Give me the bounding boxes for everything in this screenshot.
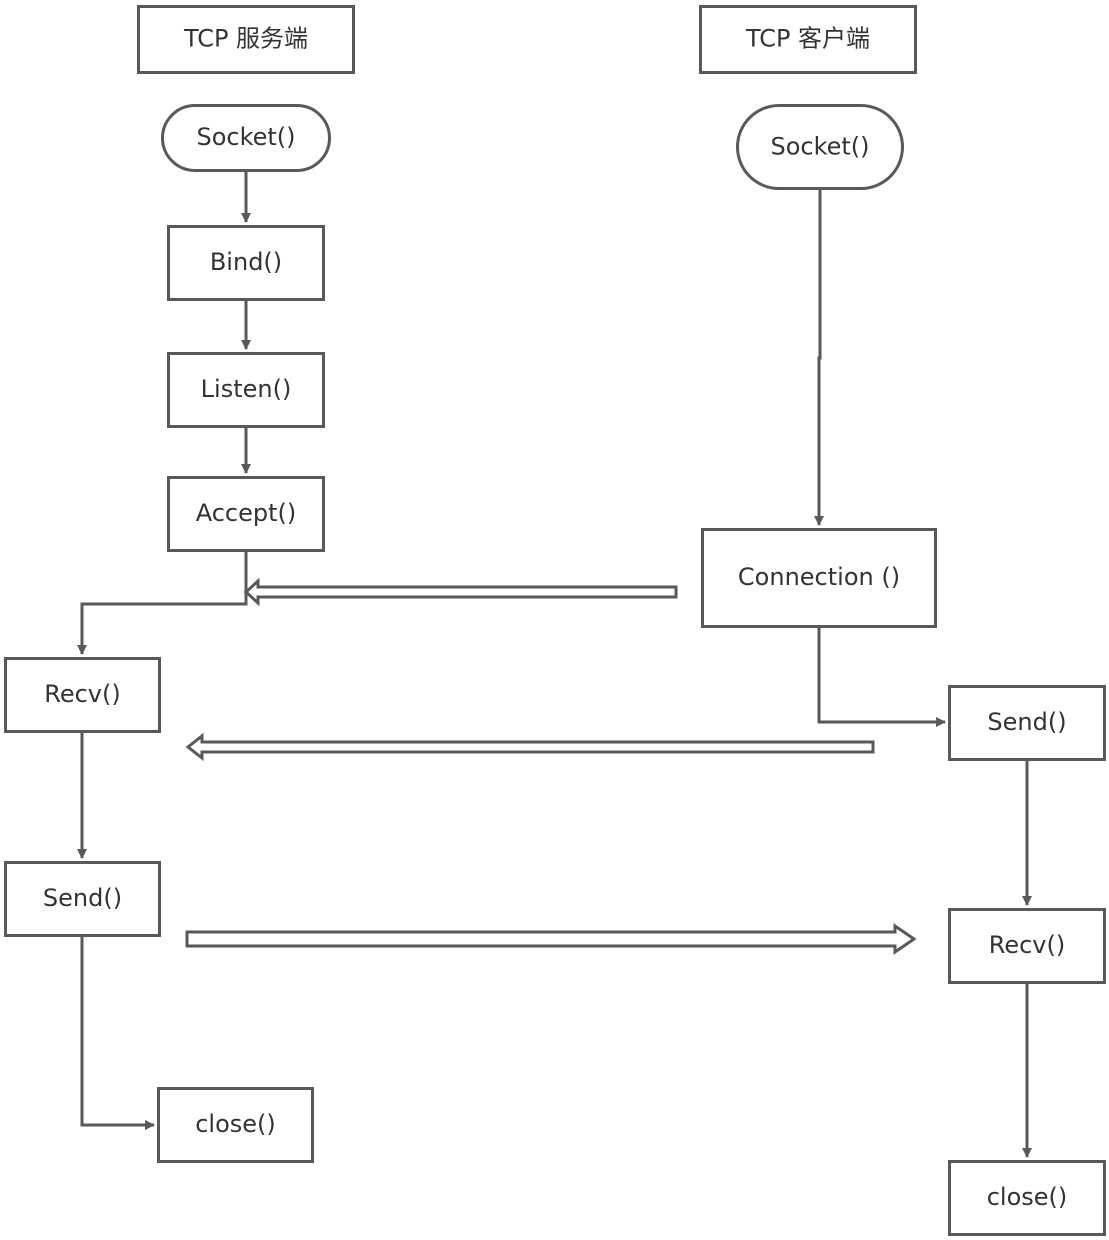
server-send-node: Send() (4, 861, 161, 937)
server-close-label: close() (195, 1110, 276, 1138)
server-bind-label: Bind() (210, 248, 282, 276)
client-header-label: TCP 客户端 (745, 25, 870, 53)
client-header: TCP 客户端 (699, 5, 917, 74)
server-socket-label: Socket() (196, 123, 295, 151)
server-header-label: TCP 服务端 (183, 25, 308, 53)
client-socket-label: Socket() (770, 133, 869, 161)
edge-server-send-to-close (80, 936, 155, 1130)
server-accept-label: Accept() (196, 499, 297, 527)
client-send-label: Send() (987, 708, 1066, 736)
flow-arrow-server-send-to-client-recv (185, 923, 917, 955)
edge-client-connection-to-send (817, 627, 946, 727)
flow-arrow-client-send-to-server-recv (185, 732, 875, 762)
client-connection-label: Connection () (738, 563, 900, 591)
client-close-node: close() (948, 1160, 1106, 1236)
client-send-node: Send() (948, 685, 1106, 761)
edge-server-accept-to-recv (77, 551, 248, 655)
server-header: TCP 服务端 (137, 5, 355, 74)
server-listen-node: Listen() (167, 352, 325, 428)
client-connection-node: Connection () (701, 528, 937, 628)
flow-arrow-connection-to-accept (243, 577, 678, 607)
client-recv-node: Recv() (948, 908, 1106, 984)
client-socket-node: Socket() (736, 104, 904, 190)
server-listen-label: Listen() (201, 375, 292, 403)
server-accept-node: Accept() (167, 476, 325, 552)
server-close-node: close() (157, 1087, 314, 1163)
server-send-label: Send() (43, 884, 122, 912)
edge-client-socket-to-connection (814, 189, 824, 526)
server-socket-node: Socket() (161, 104, 331, 172)
server-recv-label: Recv() (44, 680, 121, 708)
client-recv-label: Recv() (989, 931, 1066, 959)
server-recv-node: Recv() (4, 657, 161, 733)
client-close-label: close() (987, 1183, 1068, 1211)
server-bind-node: Bind() (167, 225, 325, 301)
